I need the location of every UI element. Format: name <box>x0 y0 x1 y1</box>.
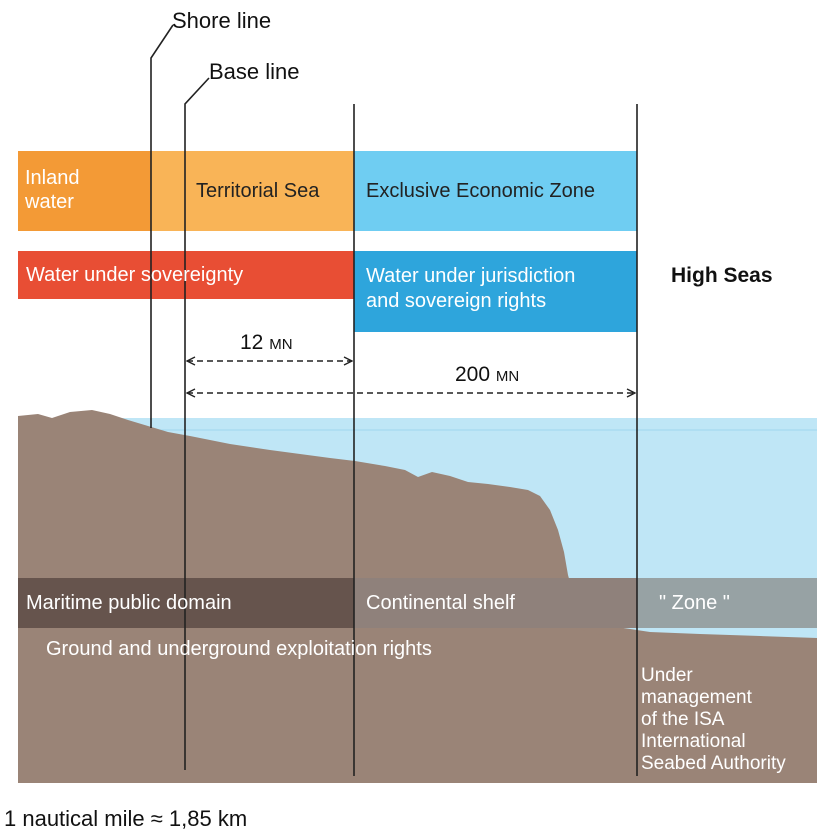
base-line-marker <box>184 77 210 770</box>
distance-12-label: 12 MN <box>240 331 293 355</box>
sovereignty-band <box>18 251 354 299</box>
isa-line4: International <box>641 731 746 752</box>
isa-line2: management <box>641 687 752 708</box>
isa-line1: Under <box>641 665 693 686</box>
distance-12-unit: MN <box>269 336 293 353</box>
water-under-sovereignty-label: Water under sovereignty <box>26 264 244 286</box>
shore-line-marker <box>150 24 174 428</box>
continental-shelf-band <box>354 578 637 628</box>
distance-200-unit: MN <box>495 368 520 385</box>
deep-seabed <box>575 628 817 783</box>
inland-water-label-line1: Inland <box>25 167 80 189</box>
jurisdiction-band <box>354 251 637 332</box>
high-seas-label: High Seas <box>671 264 773 287</box>
eez-band <box>354 151 637 231</box>
continental-shelf-label: Continental shelf <box>366 592 515 614</box>
eez-label: Exclusive Economic Zone <box>366 180 595 202</box>
maritime-public-domain-label: Maritime public domain <box>26 592 232 614</box>
water-under-jurisdiction-label: Water under jurisdiction and sovereign r… <box>366 264 575 314</box>
isa-management-label: Under management of the ISA Internationa… <box>641 665 786 775</box>
shore-line-label: Shore line <box>172 8 272 33</box>
jurisdiction-label-line2: and sovereign rights <box>366 290 547 312</box>
inland-water-label-line2: water <box>25 191 74 213</box>
isa-line5: Seabed Authority <box>641 753 786 774</box>
base-line-label: Base line <box>209 59 300 84</box>
exploitation-rights-label: Ground and underground exploitation righ… <box>46 638 432 660</box>
jurisdiction-label-line1: Water under jurisdiction <box>366 265 576 287</box>
footnote: 1 nautical mile ≈ 1,85 km <box>4 806 248 831</box>
inland-water-band <box>18 151 151 231</box>
zone-label: " Zone " <box>659 592 730 614</box>
territorial-sea-label: Territorial Sea <box>196 180 320 202</box>
distance-200-value: 200 <box>455 363 491 386</box>
zone-band <box>637 578 817 628</box>
inland-water-label: Inland water <box>25 166 80 214</box>
distance-200-label: 200 MN <box>455 363 519 387</box>
distance-12-value: 12 <box>240 331 264 354</box>
isa-line3: of the ISA <box>641 709 725 730</box>
maritime-public-domain-band <box>18 578 354 628</box>
